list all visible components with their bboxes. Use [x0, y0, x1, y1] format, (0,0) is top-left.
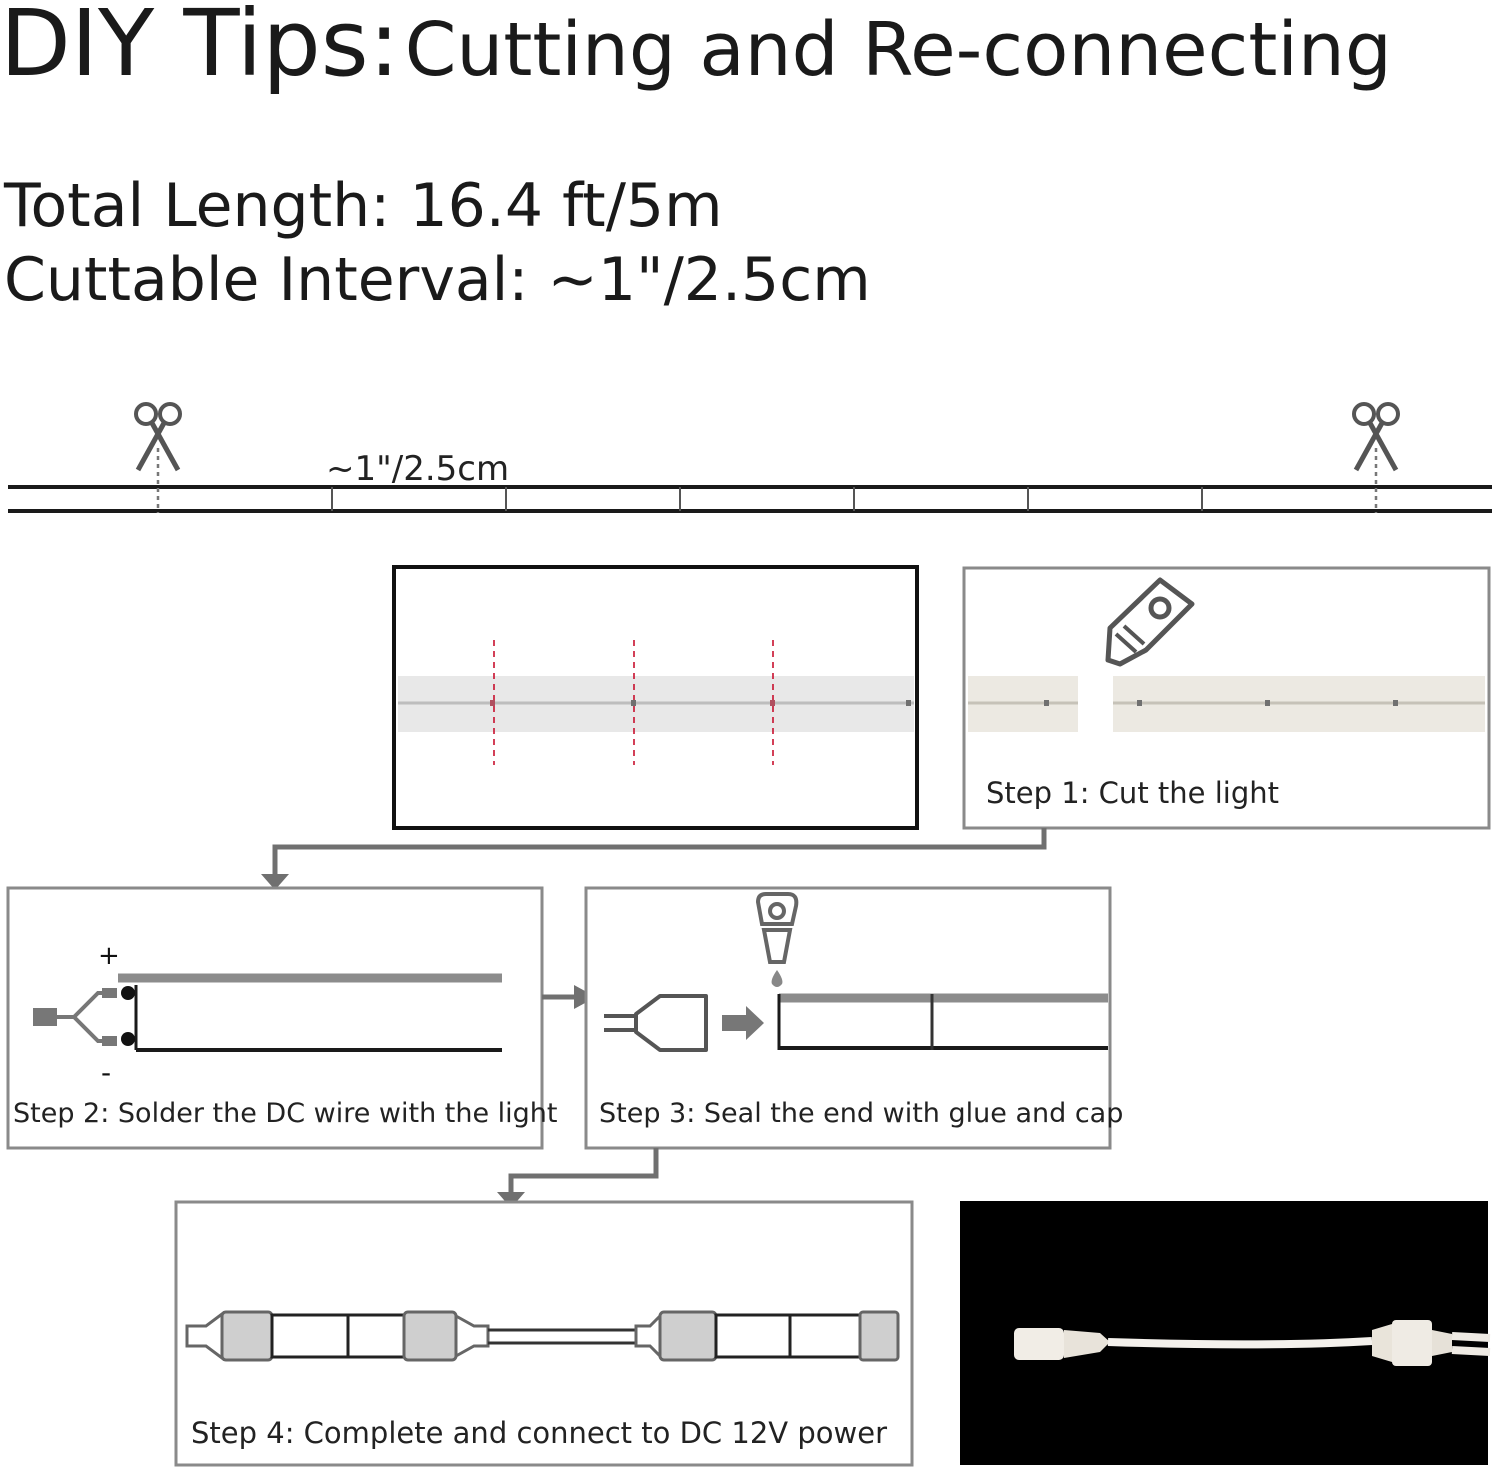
plus-sign: + — [98, 941, 120, 971]
dc-wire-icon — [33, 986, 135, 1046]
flow-connector — [508, 1148, 659, 1196]
title-main: DIY Tips: — [0, 0, 400, 97]
flow-connector — [272, 828, 1047, 878]
step1-panel — [962, 566, 1491, 830]
connector-cable-photo — [960, 1201, 1491, 1465]
utility-knife-icon — [1105, 577, 1195, 667]
step1-label: Step 1: Cut the light — [986, 776, 1279, 810]
end-cap-icon — [604, 994, 708, 1052]
scissors-icon — [134, 402, 182, 472]
step4-label: Step 4: Complete and connect to DC 12V p… — [191, 1416, 887, 1450]
right-arrow-icon — [722, 1006, 764, 1040]
cut-marks-panel — [392, 565, 919, 830]
total-length-text: Total Length: 16.4 ft/5m — [4, 171, 723, 241]
down-arrow-icon — [261, 874, 289, 890]
step3-panel — [584, 886, 1112, 1150]
page-title: DIY Tips: Cutting and Re-connecting — [0, 0, 1392, 90]
step3-label: Step 3: Seal the end with glue and cap — [599, 1098, 1124, 1129]
ruler-strip — [8, 448, 1492, 513]
step2-panel — [6, 886, 544, 1150]
scissors-icon — [1352, 402, 1400, 472]
glue-dropper-icon — [755, 892, 799, 987]
minus-sign: - — [101, 1056, 111, 1089]
step2-label: Step 2: Solder the DC wire with the ligh… — [13, 1098, 558, 1129]
down-arrow-icon — [497, 1192, 525, 1208]
step4-panel — [174, 1200, 914, 1467]
ruler-interval-label: ~1"/2.5cm — [326, 449, 509, 489]
cut-line-marks — [493, 640, 774, 765]
cuttable-interval-text: Cuttable Interval: ~1"/2.5cm — [4, 245, 871, 315]
title-sub: Cutting and Re-connecting — [404, 7, 1392, 93]
